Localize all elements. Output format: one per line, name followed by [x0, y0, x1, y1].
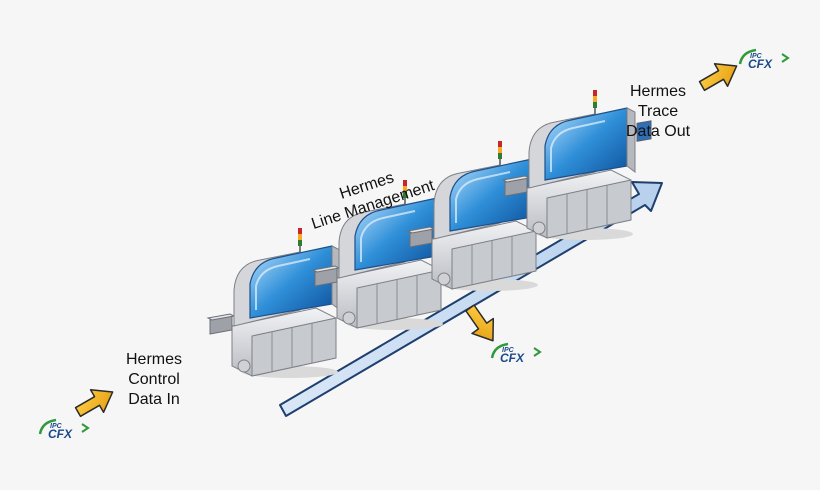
trace-out-line-2: Trace [637, 103, 679, 120]
machine-1 [207, 227, 357, 379]
data-down-arrow-icon [465, 304, 495, 342]
logo-small-text: IPC [50, 423, 63, 430]
logo-small-text: IPC [502, 347, 515, 354]
control-in-line-1: Hermes [126, 351, 183, 368]
control-in-label: Hermes Control Data In [126, 350, 182, 410]
ipc-cfx-logo: IPC CFX [38, 418, 90, 441]
ipc-cfx-logo: IPC CFX [490, 342, 542, 365]
control-in-line-3: Data In [128, 391, 180, 408]
logo-big-text: CFX [48, 427, 73, 441]
trace-out-line-3: Data Out [626, 123, 691, 140]
control-in-arrow-icon [74, 388, 114, 418]
logo-big-text: CFX [748, 57, 773, 71]
trace-out-line-1: Hermes [630, 83, 687, 100]
control-in-line-2: Control [128, 371, 180, 388]
trace-out-label: Hermes Trace Data Out [626, 82, 690, 142]
ipc-cfx-logo: IPC CFX [738, 48, 790, 71]
logo-big-text: CFX [500, 351, 525, 365]
flow-direction-arrow [279, 181, 663, 417]
trace-out-arrow-icon [698, 62, 738, 92]
logo-small-text: IPC [750, 53, 763, 60]
